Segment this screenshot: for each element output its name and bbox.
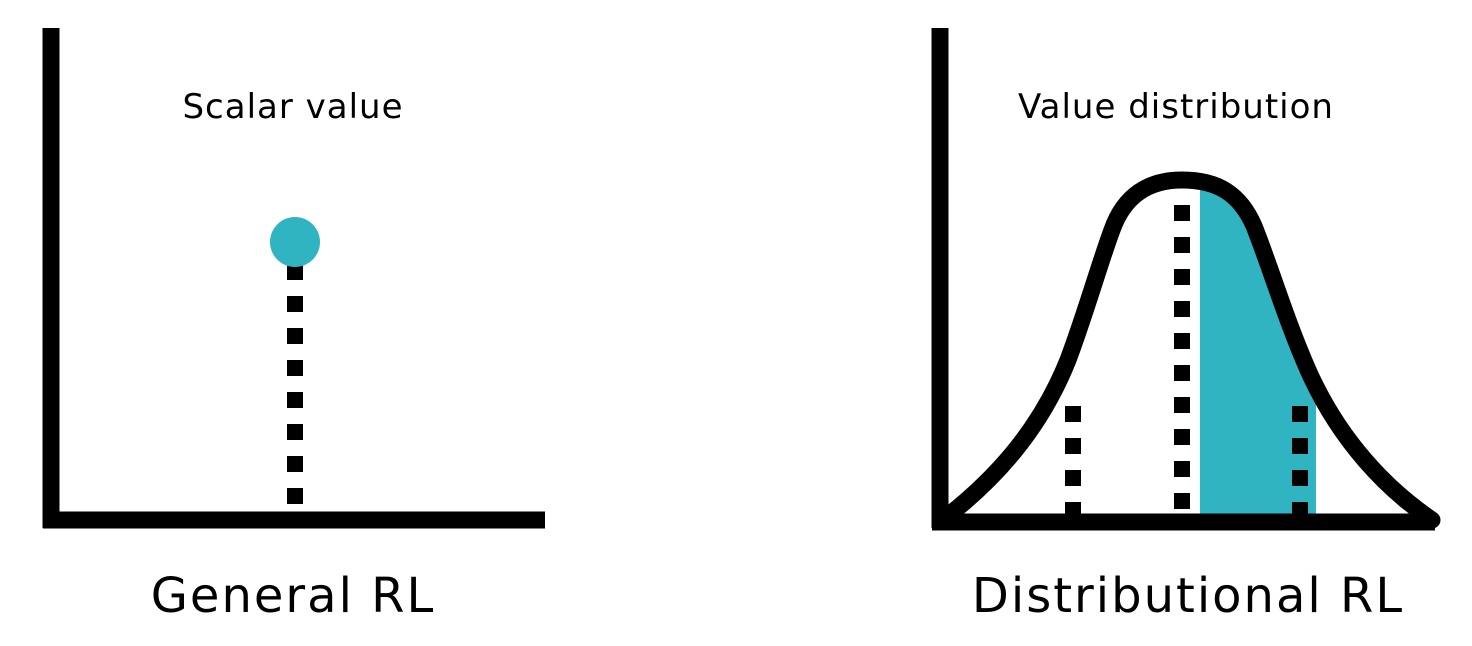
- distributional-rl-panel: Value distribution Distributional RL: [931, 28, 1441, 624]
- general-rl-caption: General RL: [151, 568, 436, 624]
- scalar-value-label: Scalar value: [182, 87, 403, 127]
- general-rl-panel: Scalar value General RL: [42, 28, 545, 624]
- value-distribution-curve: [931, 171, 1441, 531]
- value-distribution-label: Value distribution: [1018, 87, 1334, 127]
- scalar-value-dot: [270, 217, 320, 267]
- distributional-rl-caption: Distributional RL: [972, 568, 1404, 624]
- value-distribution-shaded-region: [1200, 182, 1316, 518]
